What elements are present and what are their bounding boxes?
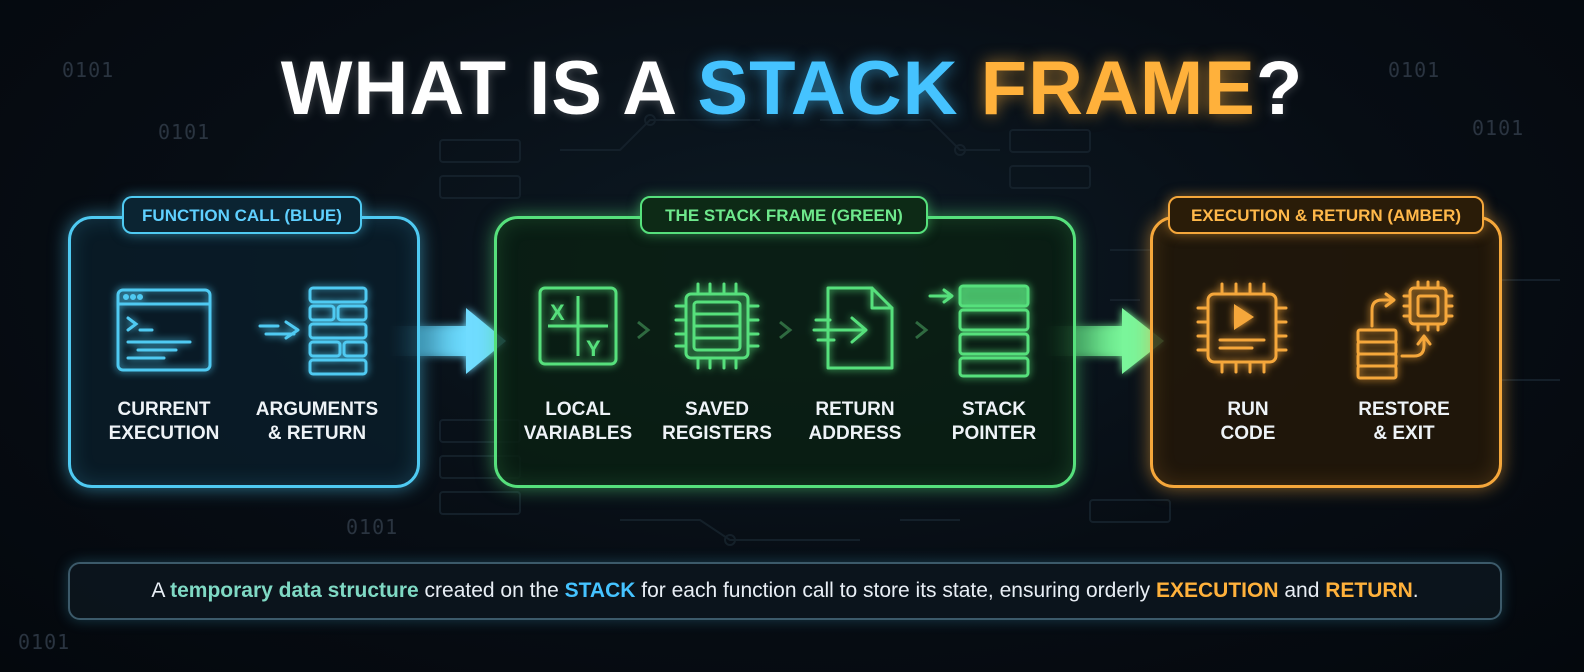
label-stack-pointer: STACK POINTER	[951, 399, 1037, 444]
definition-caption: A temporary data structure created on th…	[68, 562, 1502, 620]
title-part-frame: FRAME	[958, 46, 1256, 131]
binary-decoration: 0101	[1388, 58, 1441, 82]
x-glyph: X	[550, 300, 565, 325]
binary-decoration: 0101	[18, 630, 71, 654]
document-arrow-icon	[812, 286, 894, 370]
chip-registers-icon	[674, 282, 760, 370]
caption-highlight-execution: EXECUTION	[1156, 579, 1279, 602]
label-current-execution: CURRENT EXECUTION	[108, 399, 220, 444]
binary-decoration: 0101	[346, 515, 399, 539]
execution-return-tag: EXECUTION & RETURN (AMBER)	[1168, 196, 1484, 234]
caption-highlight-temporary: temporary data structure	[170, 579, 419, 602]
caption-text: for each function call to store its stat…	[635, 579, 1156, 602]
label-return-address: RETURN ADDRESS	[808, 399, 902, 444]
label-saved-registers: SAVED REGISTERS	[662, 399, 772, 444]
chevron-right-icon	[637, 320, 651, 340]
binary-decoration: 0101	[62, 58, 115, 82]
stack-frame-panel	[494, 216, 1076, 488]
label-restore-exit: RESTORE & EXIT	[1358, 399, 1450, 444]
label-run-code: RUN CODE	[1220, 399, 1276, 444]
caption-highlight-stack: STACK	[564, 579, 636, 602]
caption-text: created on the	[418, 579, 565, 602]
page-title: WHAT IS A STACK FRAME?	[0, 44, 1584, 134]
binary-decoration: 0101	[158, 120, 211, 144]
chevron-right-icon	[915, 320, 929, 340]
xy-grid-icon: X Y	[538, 286, 618, 366]
label-local-variables: LOCAL VARIABLES	[523, 399, 633, 444]
y-glyph: Y	[586, 336, 601, 361]
title-part-what-is-a: WHAT IS A	[280, 46, 698, 131]
stack-frame-tag: THE STACK FRAME (GREEN)	[640, 196, 928, 234]
stack-pointer-icon	[928, 284, 1030, 378]
code-window-icon	[116, 288, 212, 372]
function-call-tag: FUNCTION CALL (BLUE)	[122, 196, 362, 234]
function-call-panel	[68, 216, 420, 488]
caption-text: A	[151, 579, 171, 602]
title-question-mark: ?	[1255, 46, 1304, 131]
arguments-blocks-icon	[258, 286, 368, 376]
label-arguments-return: ARGUMENTS & RETURN	[255, 399, 379, 444]
chevron-right-icon	[779, 320, 793, 340]
title-part-stack: STACK	[697, 46, 959, 131]
run-chip-icon	[1196, 282, 1288, 374]
restore-exit-icon	[1356, 280, 1454, 380]
caption-text: .	[1412, 579, 1419, 602]
caption-text: and	[1278, 579, 1326, 602]
caption-highlight-return: RETURN	[1325, 579, 1413, 602]
binary-decoration: 0101	[1472, 116, 1525, 140]
